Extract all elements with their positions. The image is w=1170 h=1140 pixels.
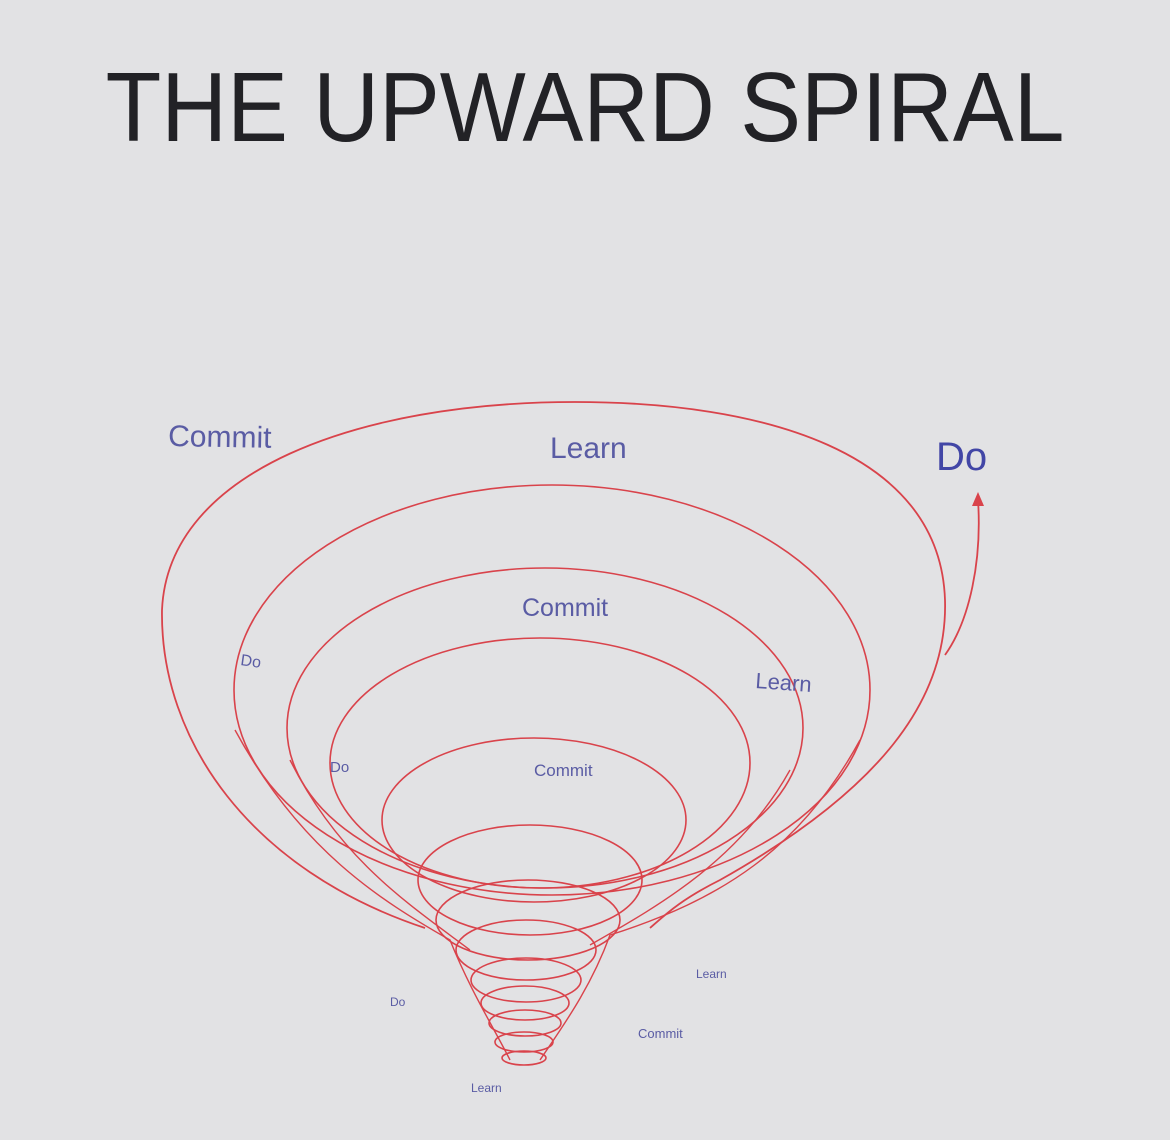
spiral-ring-7 [455, 919, 597, 981]
label-learn-top: Learn [550, 432, 627, 465]
label-commit-top: Commit [168, 420, 273, 455]
label-learn-small: Learn [696, 967, 727, 981]
spiral-funnel-stroke-3 [289, 759, 471, 951]
spiral-rings [233, 484, 871, 1066]
label-do-top: Do [936, 435, 987, 479]
arrow-head-icon [972, 492, 984, 506]
spiral-ring-1 [233, 484, 871, 896]
spiral-ring-4 [381, 737, 687, 903]
label-learn-ring2: Learn [755, 668, 813, 697]
label-commit-ring2: Commit [522, 594, 608, 622]
label-do-ring2: Do [239, 652, 262, 672]
label-do-small: Do [390, 995, 406, 1009]
spiral-ring-12 [501, 1050, 547, 1066]
spiral-ring-5 [417, 824, 643, 936]
spiral-funnel-stroke-2 [539, 739, 861, 1061]
spiral-ring-9 [480, 985, 570, 1021]
label-learn-bottom: Learn [471, 1081, 502, 1095]
diagram-title: THE UPWARD SPIRAL [105, 52, 1065, 162]
spiral-ring-3 [329, 637, 751, 889]
spiral-ring-8 [470, 957, 582, 1003]
spiral-ring-6 [435, 879, 621, 961]
label-commit-ring3: Commit [534, 761, 593, 780]
label-do-ring3: Do [330, 759, 349, 776]
spiral-funnel-stroke-1 [234, 729, 511, 1061]
spiral-outer-arm [161, 401, 946, 929]
spiral-ring-10 [488, 1009, 562, 1037]
label-commit-small: Commit [638, 1026, 683, 1041]
spiral-funnel-stroke-4 [589, 769, 791, 946]
spiral-up-arrow-line [944, 499, 980, 656]
